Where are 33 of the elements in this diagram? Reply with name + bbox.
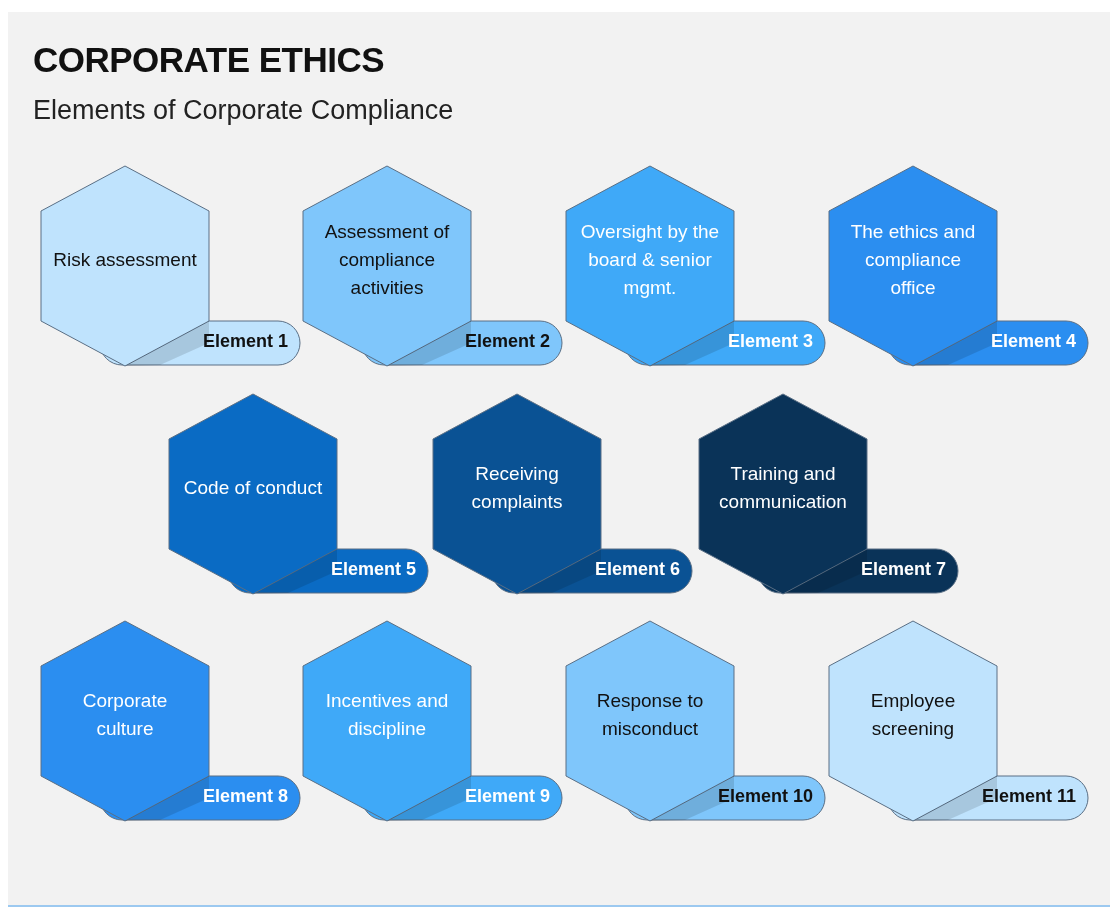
hexagon-label: Receiving complaints (470, 462, 564, 514)
hexagon-card (40, 165, 302, 367)
hexagon-label: Code of conduct (182, 476, 324, 500)
hexagon-label: Employee screening (869, 689, 957, 741)
hexagon-card (828, 620, 1090, 822)
hexagon-label: Oversight by the board & senior mgmt. (579, 220, 721, 300)
element-tag: Element 4 (990, 331, 1076, 352)
hexagon-card (565, 165, 827, 367)
element-tag: Element 8 (202, 786, 288, 807)
element-tag: Element 2 (464, 331, 550, 352)
element-tag: Element 6 (594, 559, 680, 580)
hexagon-card (828, 165, 1090, 367)
hexagon-label: Response to misconduct (595, 689, 705, 741)
hexagon-label: Corporate culture (81, 689, 169, 741)
hexagon-card (40, 620, 302, 822)
element-tag: Element 7 (860, 559, 946, 580)
subtitle: Elements of Corporate Compliance (33, 95, 454, 126)
hexagon-card (302, 165, 564, 367)
element-tag: Element 9 (464, 786, 550, 807)
element-tag: Element 1 (202, 331, 288, 352)
hexagon-label: The ethics and compliance office (849, 220, 977, 300)
hexagon-card (565, 620, 827, 822)
hexagon-card (168, 393, 430, 595)
element-tag: Element 3 (727, 331, 813, 352)
title: CORPORATE ETHICS (33, 40, 385, 80)
hexagon-card (432, 393, 694, 595)
hexagon-card (302, 620, 564, 822)
element-tag: Element 5 (330, 559, 416, 580)
hexagon-label: Assessment of compliance activities (323, 220, 451, 300)
hexagon-label: Incentives and discipline (324, 689, 450, 741)
hexagon-card (698, 393, 960, 595)
hexagon-label: Training and communication (718, 462, 848, 514)
hexagon-label: Risk assessment (52, 248, 198, 272)
